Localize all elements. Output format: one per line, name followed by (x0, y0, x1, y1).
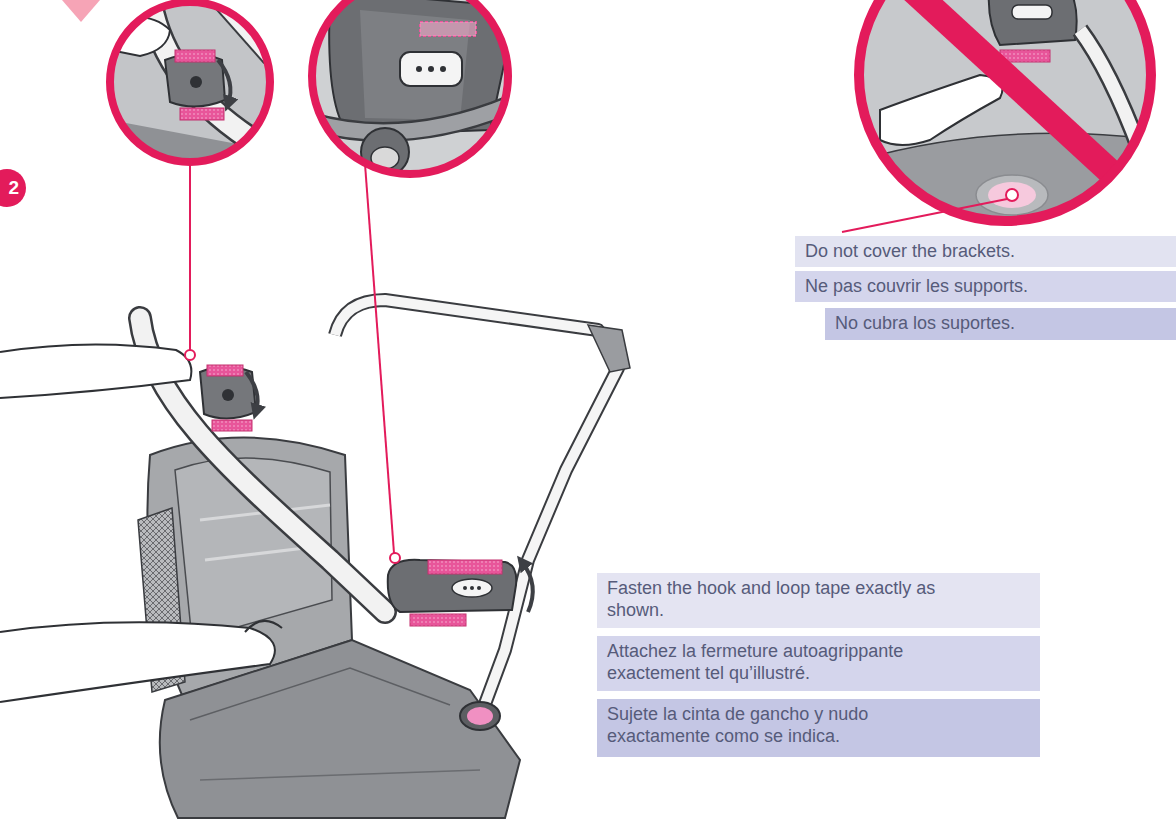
zoom-detail (420, 22, 476, 36)
leader-line (365, 164, 394, 553)
hand (245, 621, 282, 632)
zoom-detail (100, 0, 280, 170)
page-tab (62, 0, 100, 22)
instruction-text: No cubra los suportes. (835, 312, 1166, 334)
zoom-detail (1012, 5, 1052, 19)
zoom-detail (305, 105, 510, 132)
leader-line (185, 350, 195, 360)
warning-band: Do not cover the brackets. (795, 236, 1176, 267)
lower-housing (388, 560, 517, 612)
zoom-detail (100, 0, 280, 170)
lower-housing (452, 579, 492, 597)
instruction-text: Do not cover the brackets. (805, 240, 1150, 262)
zoom-detail (440, 66, 446, 72)
leader-line (842, 199, 1007, 232)
instruction-text: Attachez la fermeture autoagrippante exa… (607, 640, 952, 684)
instruction-text: Ne pas couvrir les supports. (805, 275, 1150, 297)
step-label: 2 (8, 177, 19, 199)
zoom-detail (420, 22, 476, 36)
zoom-detail (180, 108, 224, 120)
zoom-detail (880, 75, 1003, 145)
bracket (460, 702, 500, 730)
instruction-band: Fasten the hook and loop tape exactly as… (597, 573, 1040, 628)
page-tab (62, 0, 100, 22)
prohibition-ring (859, 0, 1151, 221)
zoom-detail (150, 0, 268, 150)
zoom-detail (988, 182, 1036, 208)
zoom-detail (850, 0, 1160, 230)
zoom-detail (1006, 189, 1018, 201)
zoom-detail (880, 0, 1130, 190)
instruction-band: Attachez la fermeture autoagrippante exa… (597, 636, 1040, 691)
bracket (460, 702, 500, 730)
swing-seat (190, 668, 450, 720)
zoom-ring (312, 0, 508, 174)
lower-housing (477, 586, 481, 590)
warning-band: No cubra los suportes. (825, 308, 1176, 340)
zoom-detail (400, 52, 462, 86)
lower-housing (428, 560, 502, 574)
lower-housing (470, 586, 474, 590)
lower-housing (522, 562, 533, 612)
zoom-detail (850, 0, 1160, 230)
leader-line (185, 164, 400, 563)
lower-housing (410, 614, 466, 626)
frame-bar (335, 300, 618, 712)
upper-housing (246, 372, 258, 412)
upper-housing (222, 389, 234, 401)
zoom-detail (190, 76, 202, 88)
hand (0, 344, 282, 702)
zoom-ring (110, 2, 270, 162)
leader-line (390, 553, 400, 563)
zoom-detail (416, 66, 422, 72)
step-number: 2 (0, 169, 26, 207)
lower-housing (388, 560, 533, 626)
zoom-detail (1080, 30, 1140, 150)
zoom-detail (218, 60, 230, 104)
upper-housing (200, 365, 258, 431)
upper-housing (207, 365, 243, 376)
instruction-text: Fasten the hook and loop tape exactly as… (607, 577, 952, 621)
zoom-detail (305, 0, 510, 180)
lower-housing (463, 586, 467, 590)
zoom-detail (150, 0, 268, 150)
upper-housing (212, 420, 252, 431)
frame-bar (588, 325, 630, 372)
frame-bar (335, 300, 618, 712)
zoom-detail (310, 0, 510, 180)
zoom-detail (428, 66, 434, 72)
zoom-detail (175, 50, 215, 62)
instruction-band: Sujete la cinta de gancho y nudo exactam… (597, 699, 1040, 757)
swing-seat (200, 770, 480, 780)
hand (0, 344, 191, 398)
leader-line (189, 164, 191, 350)
hand (0, 622, 275, 702)
warning-band: Ne pas couvrir les supports. (795, 271, 1176, 302)
instruction-text: Sujete la cinta de gancho y nudo exactam… (607, 703, 952, 747)
zoom-detail (976, 175, 1048, 215)
zoom-detail (305, 105, 510, 132)
zoom-detail (1080, 30, 1140, 150)
zoom-detail (989, 0, 1077, 45)
bracket (467, 707, 493, 725)
